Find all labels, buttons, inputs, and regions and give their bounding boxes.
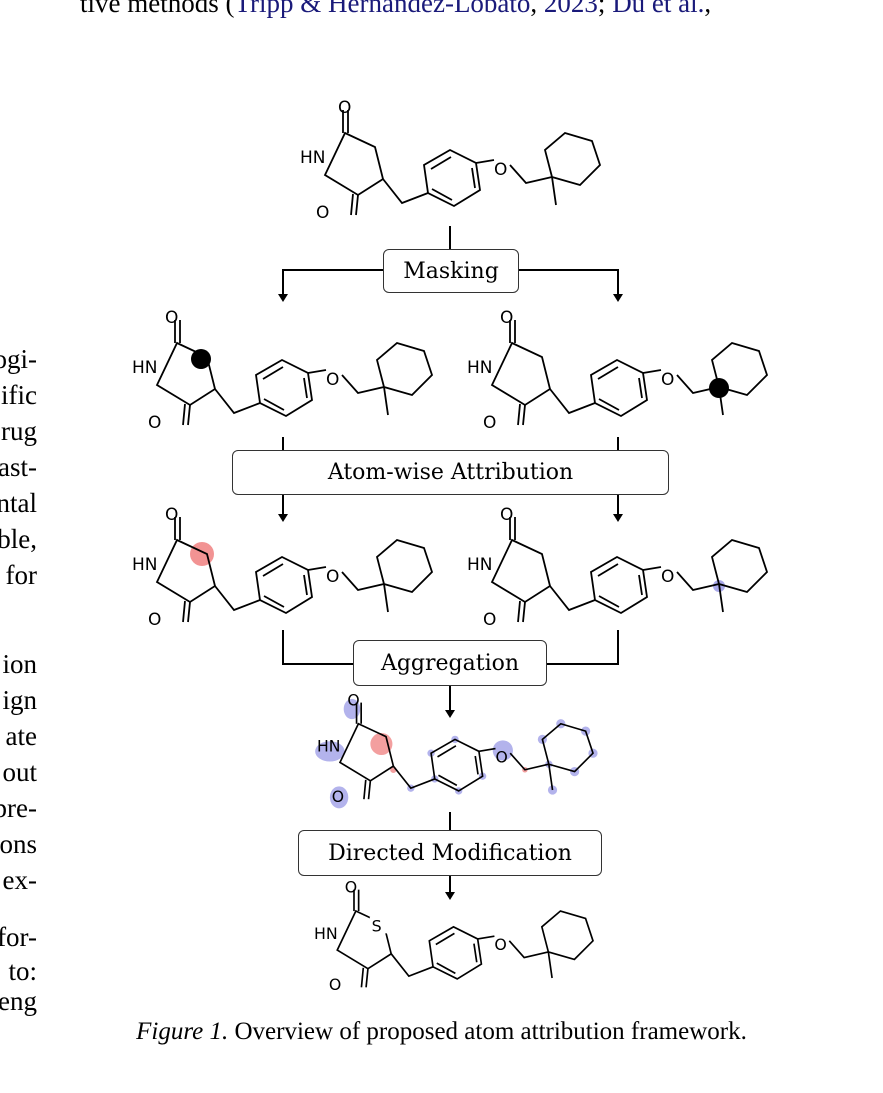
fragment-line: ion bbox=[2, 649, 37, 679]
negative-attribution-marker bbox=[315, 741, 345, 762]
fragment-line: ogi- bbox=[0, 344, 37, 374]
atom-label-sulfur: S bbox=[372, 917, 382, 936]
atom-label-oxygen: O bbox=[165, 308, 178, 328]
attributed-molecule-right: O HN O O bbox=[467, 505, 768, 630]
atom-label-oxygen: O bbox=[661, 567, 674, 587]
atom-label-nh: HN bbox=[300, 148, 326, 168]
text-prefix: tive methods ( bbox=[80, 0, 235, 18]
attribution-heatmap bbox=[315, 698, 598, 809]
modified-molecule: S O HN O O bbox=[314, 877, 594, 994]
fragment-line: ast- bbox=[0, 452, 37, 482]
atom-label-oxygen: O bbox=[316, 203, 329, 223]
fragment-line: for bbox=[5, 560, 37, 590]
flow-arrowheads bbox=[278, 294, 623, 900]
figure-caption: Figure 1. Overview of proposed atom attr… bbox=[0, 1018, 883, 1046]
text-sep2: ; bbox=[597, 0, 613, 18]
atom-label-oxygen: O bbox=[332, 787, 344, 806]
atom-label-nh: HN bbox=[132, 358, 158, 378]
body-text-top-line: tive methods (Tripp & Hernández-Lobato, … bbox=[80, 0, 880, 19]
masked-molecule-left: O HN O O bbox=[132, 308, 433, 433]
atom-label-oxygen: O bbox=[326, 567, 339, 587]
fragment-line: ble, bbox=[0, 524, 37, 554]
fragment-line: eng bbox=[0, 986, 37, 1016]
fragment-line: to: bbox=[8, 956, 37, 986]
atom-label-oxygen: O bbox=[483, 610, 496, 630]
atom-label-oxygen: O bbox=[148, 413, 161, 433]
fragment-line: pre- bbox=[0, 793, 37, 823]
fragment-line: rug bbox=[1, 416, 37, 446]
masked-atom-marker bbox=[191, 349, 211, 369]
figure-caption-text: Overview of proposed atom attribution fr… bbox=[234, 1018, 747, 1045]
text-suffix: , bbox=[704, 0, 712, 18]
positive-attribution-marker bbox=[190, 542, 214, 566]
input-molecule: O HN O O bbox=[300, 98, 601, 223]
negative-attribution-marker bbox=[329, 786, 349, 809]
attributed-molecule-left: O HN O O bbox=[132, 505, 433, 630]
attribution-step-box: Atom-wise Attribution bbox=[232, 450, 669, 495]
citation-link-2023[interactable]: 2023 bbox=[543, 0, 598, 18]
atom-label-oxygen: O bbox=[148, 610, 161, 630]
atom-label-oxygen: O bbox=[165, 505, 178, 525]
atom-label-oxygen: O bbox=[661, 370, 674, 390]
atom-label-oxygen: O bbox=[494, 160, 507, 180]
fragment-line: ntal bbox=[0, 488, 37, 518]
negative-attribution-marker bbox=[492, 740, 513, 761]
atom-label-oxygen: O bbox=[329, 975, 341, 994]
modification-step-box: Directed Modification bbox=[298, 830, 602, 876]
flow-connectors bbox=[282, 226, 619, 896]
fragment-line: ons bbox=[0, 829, 37, 859]
atom-label-nh: HN bbox=[467, 358, 493, 378]
atom-label-nh: HN bbox=[467, 555, 493, 575]
atom-label-nh: HN bbox=[132, 555, 158, 575]
atom-label-oxygen: O bbox=[500, 308, 513, 328]
masked-molecule-right: O HN O O bbox=[467, 308, 768, 433]
fragment-line: out bbox=[2, 757, 37, 787]
text-sep1: , bbox=[530, 0, 544, 18]
masking-step-box: Masking bbox=[383, 249, 519, 293]
fragment-line: ex- bbox=[2, 865, 37, 895]
fragment-line: ific bbox=[1, 380, 37, 410]
atom-label-oxygen: O bbox=[495, 747, 507, 766]
atom-label-oxygen: O bbox=[326, 370, 339, 390]
citation-link-du[interactable]: Du et al. bbox=[612, 0, 705, 18]
fragment-line: ate bbox=[5, 721, 37, 751]
atom-label-nh: HN bbox=[317, 736, 340, 755]
atom-label-nh: HN bbox=[314, 924, 338, 943]
atom-label-oxygen: O bbox=[494, 935, 506, 954]
masked-atom-marker bbox=[709, 378, 729, 398]
atom-label-oxygen: O bbox=[338, 98, 351, 118]
negative-attribution-marker bbox=[547, 785, 558, 795]
fragment-line: ign bbox=[2, 685, 37, 715]
aggregation-step-box: Aggregation bbox=[353, 640, 547, 686]
figure-label: Figure 1. bbox=[136, 1018, 229, 1045]
citation-link-tripp[interactable]: Tripp & Hernández-Lobato bbox=[234, 0, 531, 18]
atom-label-oxygen: O bbox=[347, 690, 359, 709]
fragment-line: for- bbox=[0, 922, 37, 952]
atom-label-oxygen: O bbox=[500, 505, 513, 525]
atom-label-oxygen: O bbox=[345, 877, 357, 896]
atom-label-oxygen: O bbox=[483, 413, 496, 433]
aggregated-attribution-molecule: O HN O O bbox=[315, 690, 598, 809]
